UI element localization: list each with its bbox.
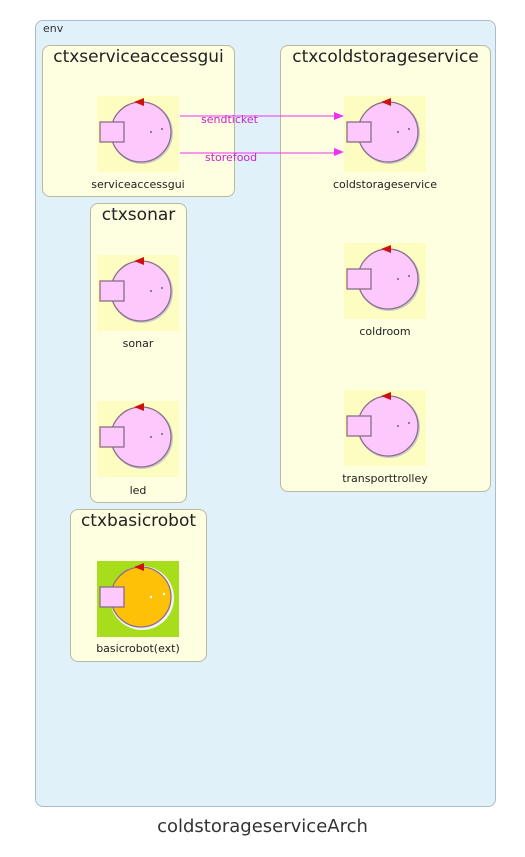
actor-label: sonar xyxy=(122,337,154,350)
actor-label: basicrobot(ext) xyxy=(96,642,180,655)
actor-coldstorageservice[interactable] xyxy=(344,96,426,172)
message-label-sendticket: sendticket xyxy=(201,113,258,126)
actor-transporttrolley[interactable] xyxy=(344,390,426,466)
context-title: ctxsonar xyxy=(101,205,176,225)
actor-icon xyxy=(346,392,420,458)
context-title: ctxbasicrobot xyxy=(80,511,197,531)
message-label-storefood: storefood xyxy=(205,151,258,164)
actor-label: coldstorageservice xyxy=(332,178,437,191)
env-label: env xyxy=(43,22,64,35)
actor-label: serviceaccessgui xyxy=(91,178,185,191)
actor-basicrobot-ext[interactable] xyxy=(97,561,179,637)
actor-icon xyxy=(346,245,420,311)
actor-sonar[interactable] xyxy=(97,255,179,331)
arrowhead-icon xyxy=(334,112,344,120)
actor-coldroom[interactable] xyxy=(344,243,426,319)
context-title: ctxserviceaccessgui xyxy=(53,47,224,67)
arrowhead-icon xyxy=(334,148,344,156)
actor-label: led xyxy=(129,484,147,497)
context-title: ctxcoldstorageservice xyxy=(292,47,479,67)
actor-icon xyxy=(99,403,173,469)
diagram-title: coldstorageserviceArch xyxy=(157,816,368,837)
actor-led[interactable] xyxy=(97,401,179,477)
actor-icon xyxy=(99,257,173,323)
actor-serviceaccessgui[interactable] xyxy=(97,96,179,172)
actor-icon xyxy=(346,98,420,164)
actor-label: coldroom xyxy=(359,325,411,338)
actor-icon xyxy=(99,98,173,164)
actor-label: transporttrolley xyxy=(342,472,428,485)
external-actor-icon xyxy=(99,563,174,630)
